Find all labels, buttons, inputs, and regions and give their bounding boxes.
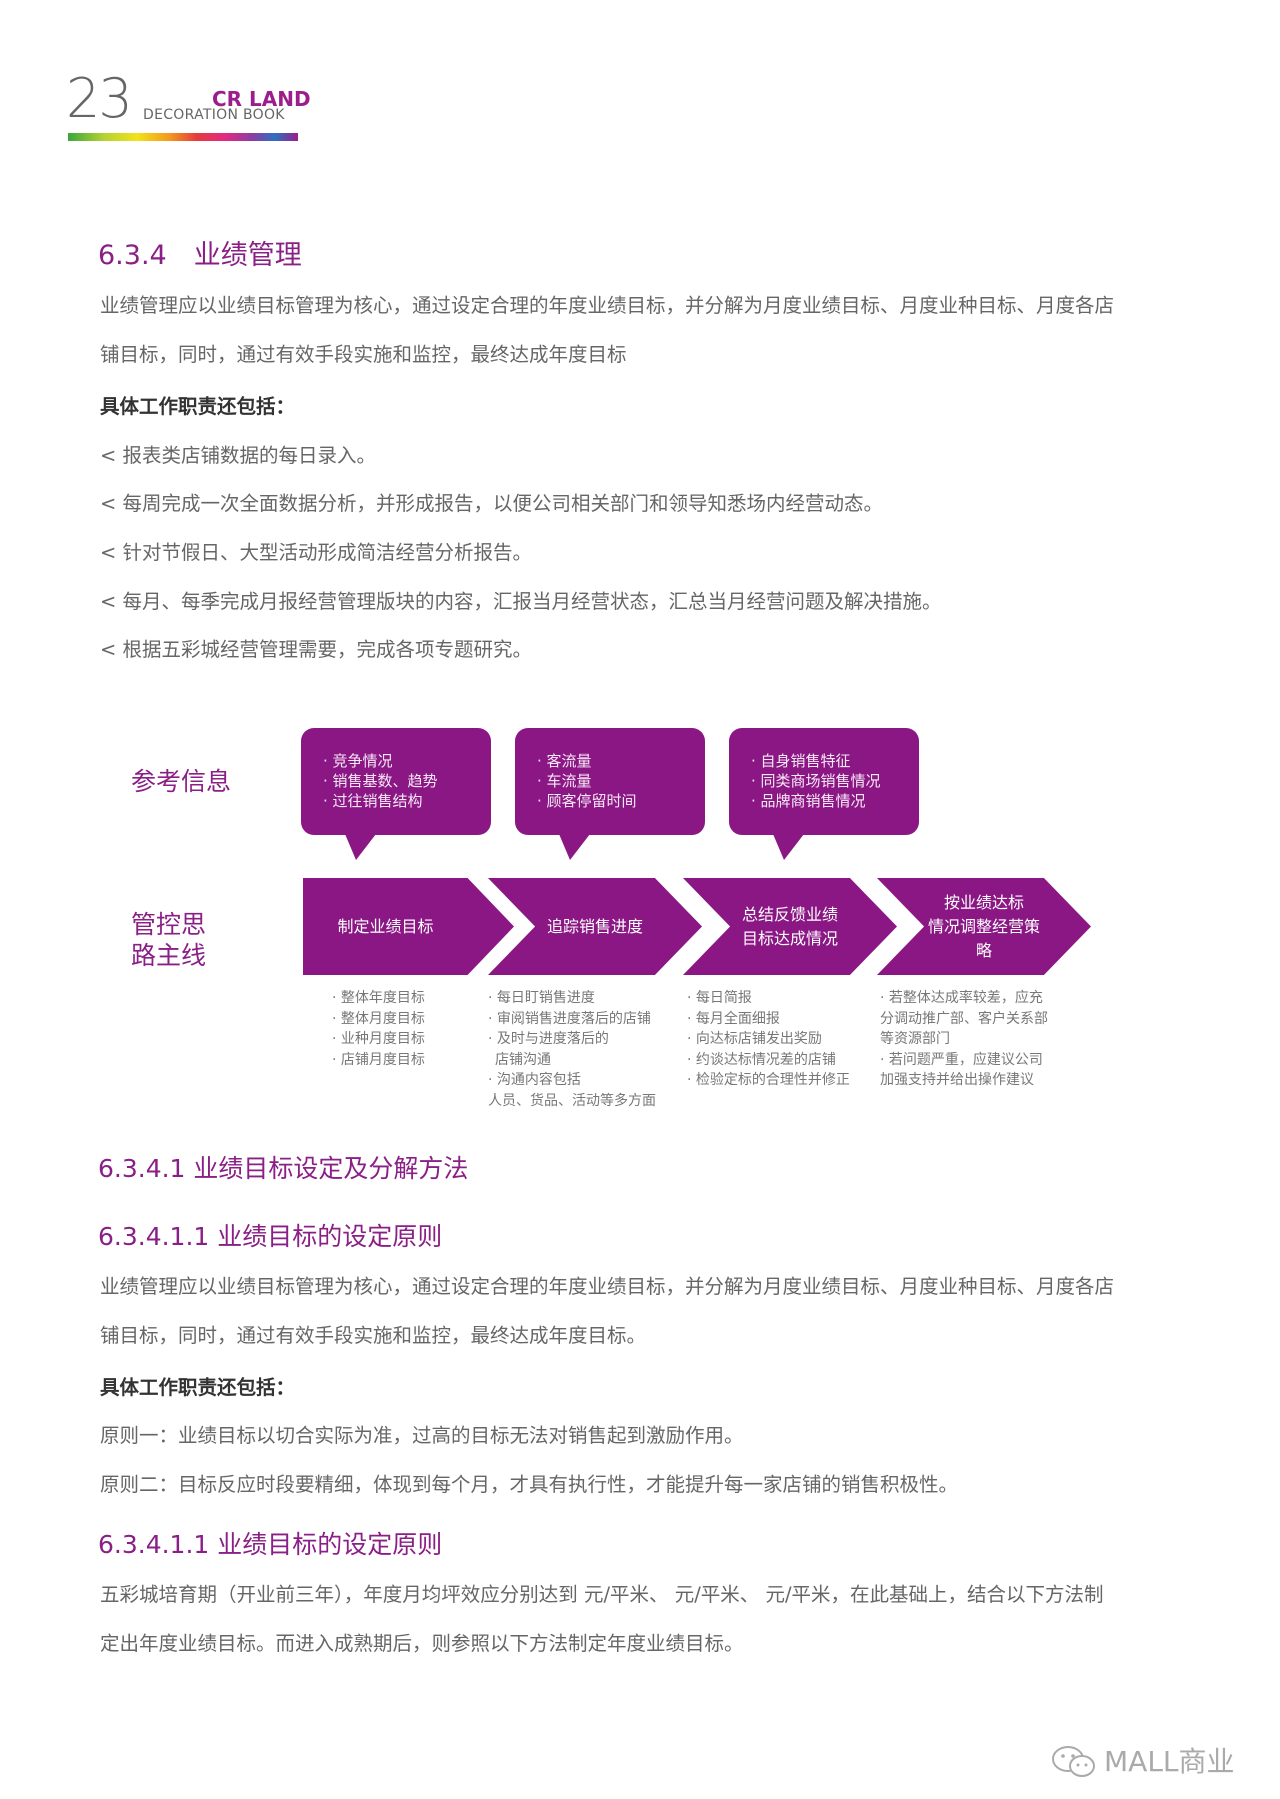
body-line: 铺目标，同时，通过有效手段实施和监控，最终达成年度目标。 (100, 1324, 647, 1347)
bubble-tail (773, 834, 804, 860)
control-line-label-1: 管控思 (131, 910, 207, 939)
bubble-tail (559, 834, 590, 860)
process-step: 追踪销售进度 (488, 878, 702, 975)
page-number: 23 (66, 67, 133, 130)
note-item: 人员、货品、活动等多方面 (488, 1092, 656, 1109)
step-label: 追踪销售进度 (546, 916, 643, 936)
step-label: 按业绩达标 (943, 892, 1024, 912)
reference-info-label: 参考信息 (131, 767, 232, 796)
note-item: 检验定标的合理性并修正 (687, 1070, 850, 1091)
note-item: 业种月度目标 (332, 1029, 425, 1050)
section-title-63411: 6.3.4.1.1 业绩目标的设定原则 (98, 1222, 443, 1251)
note-item: 店铺沟通 (495, 1051, 551, 1068)
section-title-6341: 6.3.4.1 业绩目标设定及分解方法 (98, 1154, 469, 1183)
process-step: 总结反馈业绩 目标达成情况 (683, 878, 897, 975)
note-item: 每日简报 (687, 988, 850, 1009)
note-item: 整体年度目标 (332, 988, 425, 1009)
bubble-tail (345, 834, 376, 860)
duty-item: < 每月、每季完成月报经营管理版块的内容，汇报当月经营状态，汇总当月经营问题及解… (100, 590, 942, 613)
note-item: 向达标店铺发出奖励 (687, 1029, 850, 1050)
duty-item: < 针对节假日、大型活动形成简洁经营分析报告。 (100, 541, 533, 564)
step-notes: 整体年度目标 整体月度目标 业种月度目标 店铺月度目标 (332, 988, 425, 1070)
step-label: 目标达成情况 (741, 928, 838, 948)
bubble-item: 顾客停留时间 (537, 791, 705, 811)
brand-logo-text: CR LAND (212, 87, 311, 111)
duty-item: < 每周完成一次全面数据分析，并形成报告，以便公司相关部门和领导知悉场内经营动态… (100, 492, 884, 515)
principle-1: 原则一：业绩目标以切合实际为准，过高的目标无法对销售起到激励作用。 (100, 1424, 744, 1447)
note-item: 每日盯销售进度 (488, 988, 656, 1009)
bubble-item: 竞争情况 (323, 751, 491, 771)
reference-bubble: 竞争情况 销售基数、趋势 过往销售结构 (301, 728, 491, 860)
note-item: 整体月度目标 (332, 1009, 425, 1030)
watermark: MALL商业 (1050, 1744, 1235, 1780)
color-bar (68, 133, 298, 141)
bubble-item: 车流量 (537, 771, 705, 791)
step-notes: 每日简报 每月全面细报 向达标店铺发出奖励 约谈达标情况差的店铺 检验定标的合理… (687, 988, 850, 1091)
brand-subtitle: DECORATION BOOK (143, 107, 285, 123)
body-line: 业绩管理应以业绩目标管理为核心，通过设定合理的年度业绩目标，并分解为月度业绩目标… (100, 1275, 1115, 1298)
body-line: 定出年度业绩目标。而进入成熟期后，则参照以下方法制定年度业绩目标。 (100, 1632, 744, 1655)
note-item: 沟通内容包括 (488, 1070, 656, 1091)
note-item: 店铺月度目标 (332, 1050, 425, 1071)
duties-heading: 具体工作职责还包括： (100, 1376, 296, 1399)
bubble-item: 过往销售结构 (323, 791, 491, 811)
process-step: 制定业绩目标 (303, 878, 514, 975)
control-line-label: 管控思 路主线 (131, 910, 206, 971)
bubble-item: 销售基数、趋势 (323, 771, 491, 791)
wechat-icon (1052, 1746, 1095, 1777)
bubble-item: 客流量 (537, 751, 705, 771)
reference-bubble: 客流量 车流量 顾客停留时间 (515, 728, 705, 860)
note-item: 分调动推广部、客户关系部 (880, 1010, 1048, 1027)
step-notes: 若整体达成率较差，应充 分调动推广部、客户关系部 等资源部门 若问题严重，应建议… (880, 988, 1048, 1091)
step-label: 总结反馈业绩 (741, 904, 838, 924)
note-item: 加强支持并给出操作建议 (880, 1072, 1034, 1088)
note-item: 及时与进度落后的 (488, 1029, 656, 1050)
control-line-label-2: 路主线 (131, 940, 207, 970)
note-item: 每月全面细报 (687, 1009, 850, 1030)
bubble-item: 同类商场销售情况 (751, 771, 919, 791)
duty-item: < 报表类店铺数据的每日录入。 (100, 444, 377, 467)
duty-item: < 根据五彩城经营管理需要，完成各项专题研究。 (100, 638, 533, 661)
step-label: 情况调整经营策略 (927, 916, 1040, 960)
reference-bubble: 自身销售特征 同类商场销售情况 品牌商销售情况 (729, 728, 919, 860)
watermark-text: MALL商业 (1104, 1745, 1235, 1778)
bubble-item: 品牌商销售情况 (751, 791, 919, 811)
intro-line-1: 业绩管理应以业绩目标管理为核心，通过设定合理的年度业绩目标，并分解为月度业绩目标… (100, 294, 1115, 317)
duties-heading: 具体工作职责还包括： (100, 395, 296, 418)
step-label: 制定业绩目标 (337, 916, 434, 936)
note-item: 审阅销售进度落后的店铺 (488, 1009, 656, 1030)
process-step: 按业绩达标 情况调整经营策略 (877, 878, 1091, 975)
principle-2: 原则二：目标反应时段要精细，体现到每个月，才具有执行性，才能提升每一家店铺的销售… (100, 1473, 959, 1496)
note-item: 若整体达成率较差，应充 (880, 988, 1048, 1009)
section-title-634: 6.3.4 业绩管理 (98, 240, 302, 271)
note-item: 等资源部门 (880, 1031, 950, 1047)
note-item: 若问题严重，应建议公司 (880, 1050, 1048, 1071)
body-line: 五彩城培育期（开业前三年），年度月均坪效应分别达到 元/平米、 元/平米、 元/… (100, 1583, 1104, 1606)
intro-line-2: 铺目标，同时，通过有效手段实施和监控，最终达成年度目标 (100, 343, 627, 366)
bubble-item: 自身销售特征 (751, 751, 919, 771)
note-item: 约谈达标情况差的店铺 (687, 1050, 850, 1071)
step-notes: 每日盯销售进度 审阅销售进度落后的店铺 及时与进度落后的 店铺沟通 沟通内容包括… (488, 988, 656, 1111)
section-title-63411-repeat: 6.3.4.1.1 业绩目标的设定原则 (98, 1530, 443, 1559)
